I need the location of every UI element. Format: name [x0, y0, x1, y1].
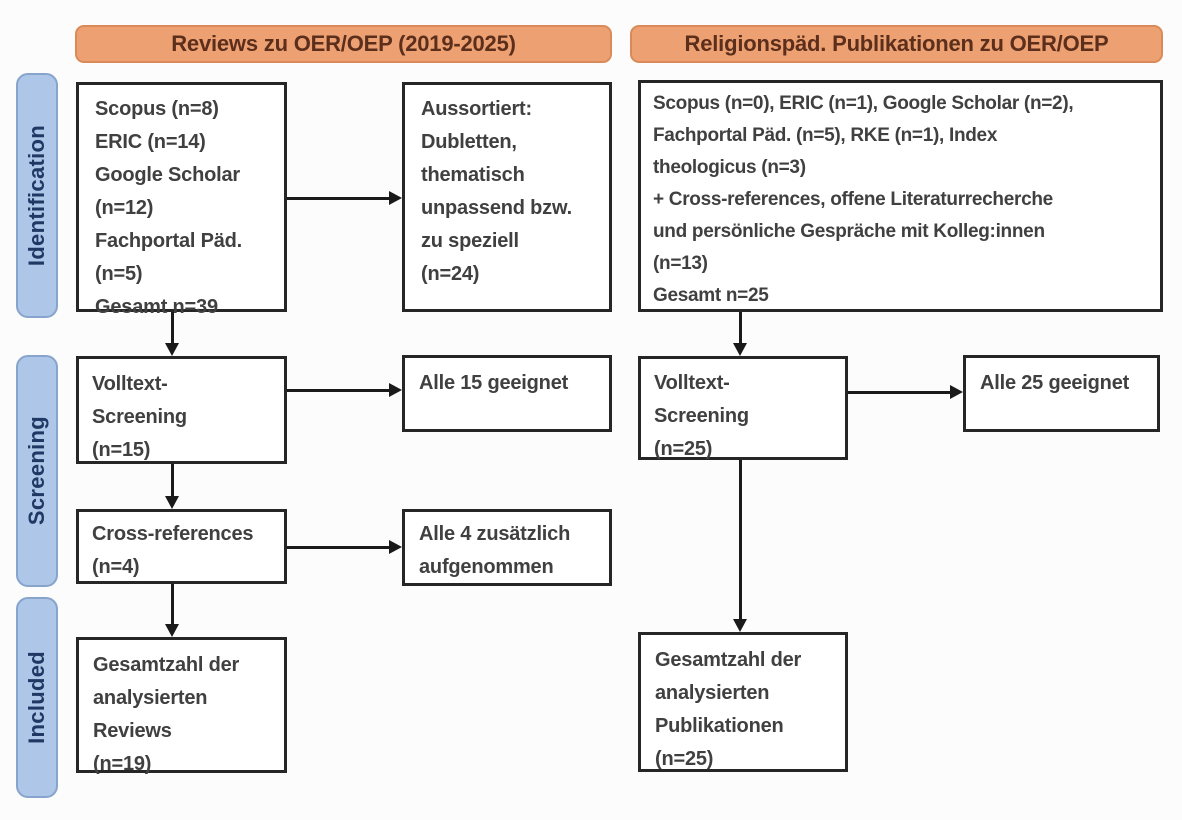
- arrowhead-right-icon: [950, 385, 963, 399]
- box-crossref-result: Alle 4 zusätzlich aufgenommen: [402, 509, 612, 586]
- arrow-shaft: [171, 464, 174, 498]
- arrowhead-down-icon: [165, 624, 179, 637]
- arrow-fulltext-to-included-publications: [733, 460, 748, 632]
- arrow-crossref-to-result: [287, 540, 402, 555]
- arrow-fulltext-to-result-reviews: [287, 383, 402, 398]
- arrow-shaft: [739, 312, 742, 345]
- arrow-shaft: [739, 460, 742, 621]
- arrowhead-right-icon: [389, 191, 402, 205]
- arrowhead-down-icon: [165, 343, 179, 356]
- arrowhead-right-icon: [389, 540, 402, 554]
- arrow-fulltext-to-result-publications: [848, 385, 963, 400]
- arrow-shaft: [287, 546, 391, 549]
- arrow-sources-to-fulltext-reviews: [165, 312, 180, 356]
- box-included-publications: Gesamtzahl der analysierten Publikatione…: [638, 632, 848, 772]
- arrow-crossref-to-included: [165, 584, 180, 637]
- arrow-shaft: [287, 389, 391, 392]
- arrowhead-down-icon: [165, 496, 179, 509]
- arrow-shaft: [287, 197, 391, 200]
- stage-label-text: Screening: [24, 416, 49, 526]
- box-excluded-reviews: Aussortiert: Dubletten, thematisch unpas…: [402, 82, 612, 312]
- box-sources-publications: Scopus (n=0), ERIC (n=1), Google Scholar…: [638, 80, 1163, 312]
- stage-label-text: Included: [24, 651, 49, 744]
- arrowhead-right-icon: [389, 383, 402, 397]
- column-header-reviews: Reviews zu OER/OEP (2019-2025): [75, 25, 612, 63]
- arrow-fulltext-to-crossref: [165, 464, 180, 509]
- box-fulltext-result-reviews: Alle 15 geeignet: [402, 355, 612, 432]
- box-fulltext-result-publications: Alle 25 geeignet: [963, 355, 1160, 432]
- stage-label-included: Included: [16, 597, 58, 798]
- arrow-shaft: [171, 584, 174, 626]
- stage-label-identification: Identification: [16, 73, 58, 318]
- arrow-sources-to-excluded: [287, 191, 402, 206]
- arrow-shaft: [848, 391, 952, 394]
- arrowhead-down-icon: [733, 619, 747, 632]
- arrow-sources-to-fulltext-publications: [733, 312, 748, 356]
- stage-label-screening: Screening: [16, 355, 58, 587]
- arrowhead-down-icon: [733, 343, 747, 356]
- box-fulltext-screening-reviews: Volltext- Screening (n=15): [76, 356, 287, 464]
- arrow-shaft: [171, 312, 174, 345]
- box-sources-reviews: Scopus (n=8) ERIC (n=14) Google Scholar …: [76, 82, 287, 318]
- column-header-religionspaed: Religionspäd. Publikationen zu OER/OEP: [630, 25, 1163, 63]
- box-crossreferences: Cross-references (n=4): [76, 509, 287, 584]
- box-fulltext-screening-publications: Volltext- Screening (n=25): [638, 356, 848, 460]
- box-included-reviews: Gesamtzahl der analysierten Reviews (n=1…: [76, 637, 287, 775]
- stage-label-text: Identification: [24, 124, 49, 267]
